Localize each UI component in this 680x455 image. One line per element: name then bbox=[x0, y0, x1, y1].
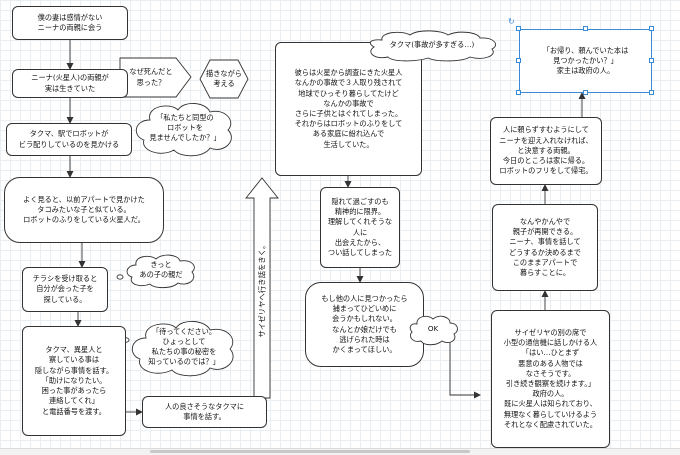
cloud-shape bbox=[131, 321, 234, 377]
cloud-too-many-accidents-text: タクマ(事故が多すぎる…) bbox=[389, 39, 475, 49]
horizontal-scrollbar[interactable] bbox=[0, 448, 680, 455]
node-robot-flyers[interactable]: タクマ、駅でロボットが ビラ配りしているのを見かける bbox=[6, 123, 132, 156]
cloud-their-parents[interactable]: きっと あの子の親だ bbox=[124, 253, 198, 289]
saizeriya-edge-label: サイゼリヤへ行き話をきく。 bbox=[257, 241, 267, 338]
node-phone-number[interactable]: タクマ、異星人と 察している事は 隠しながら事情を話す。 「助けになりたい。 困… bbox=[22, 326, 126, 436]
cloud-ok-text: OK bbox=[427, 323, 439, 333]
selection-handle-nw[interactable] bbox=[516, 26, 521, 31]
cloud-too-many-accidents[interactable]: タクマ(事故が多すぎる…) bbox=[366, 30, 498, 62]
cloud-know-secret[interactable]: 「待ってください。 ひょっとして 私たちの事の秘密を 知っているのでは？」 bbox=[128, 318, 240, 377]
node-parents-alive[interactable]: ニーナ(火星人)の両親が 実は生きていた bbox=[12, 69, 128, 98]
pentagon-arrow-label[interactable]: なぜ死んだと 思った？ bbox=[129, 67, 173, 87]
cloud-shape bbox=[369, 30, 496, 62]
node-tell-story[interactable]: 人の良さそうなタクマに 事情を話す。 bbox=[142, 396, 267, 428]
node-reunion[interactable]: なんやかんやで 親子が再開できる。 ニーナ、事情を話して どうするか決めるまで … bbox=[492, 204, 598, 291]
node-protect-daughter[interactable]: もし他の人に見つかったら 捕まってひどいめに 会うかもしれない。 なんとか娘だけ… bbox=[305, 282, 424, 367]
cloud-same-robot[interactable]: 「私たちと同型の ロボットを 見ませんでしたか？」 bbox=[132, 100, 238, 157]
scrollbar-thumb[interactable] bbox=[150, 450, 470, 453]
cloud-their-parents-text: きっと あの子の親だ bbox=[139, 259, 183, 279]
node-landlord-government[interactable]: 「お帰り、頼んでいた本は 見つかったかい？」 家主は政府の人。 bbox=[519, 29, 652, 93]
node-octopus-child[interactable]: よく見ると、以前アパートで見かけた タコみたいな子と似ている。 ロボットのふりを… bbox=[4, 177, 164, 243]
rotate-handle-icon[interactable]: ↻ bbox=[508, 17, 515, 26]
selection-handle-e[interactable] bbox=[649, 58, 654, 63]
hexagon-label[interactable]: 描きながら 考える bbox=[206, 68, 242, 88]
selection-handle-sw[interactable] bbox=[516, 90, 521, 95]
cloud-ok[interactable]: OK bbox=[408, 314, 458, 346]
node-meeting-parents[interactable]: 僕の妻は感情がない ニーナの両親に会う bbox=[12, 6, 128, 40]
up-block-arrow bbox=[245, 177, 279, 399]
node-parents-resolve[interactable]: 人に頼らずすむようにして ニーナを迎え入れなければ、 と決意する両親。 今日のと… bbox=[490, 117, 602, 185]
node-government-agent[interactable]: サイゼリヤの別の席で 小型の通信機に話しかける人 「はい…ひとまず 悪意のある人… bbox=[491, 310, 610, 448]
selection-handle-w[interactable] bbox=[516, 58, 521, 63]
cloud-tail-c2 bbox=[116, 274, 124, 280]
selection-handle-se[interactable] bbox=[649, 90, 654, 95]
hexagon-shape bbox=[199, 59, 249, 99]
cloud-shape bbox=[126, 254, 195, 289]
cloud-shape bbox=[409, 315, 458, 346]
node-mars-investigators[interactable]: 彼らは火星から調査にきた火星人 なんかの事故で３人取り残されて 地球でひっそり暮… bbox=[275, 42, 422, 176]
cloud-know-secret-text: 「待ってください。 ひょっとして 私たちの事の秘密を 知っているのでは？」 bbox=[148, 326, 220, 367]
node-searching-child[interactable]: チラシを受け取ると 自分が会った子を 探している。 bbox=[22, 267, 108, 312]
selection-handle-n[interactable] bbox=[583, 26, 588, 31]
cloud-shape bbox=[135, 103, 232, 157]
node-mental-limit[interactable]: 隠れて過ごすのも 精神的に限界。 理解してくれそうな人に 出会えたから、 つい話… bbox=[320, 187, 400, 268]
selection-handle-s[interactable] bbox=[583, 90, 588, 95]
edge-n10-n11 bbox=[424, 339, 481, 399]
cloud-same-robot-text: 「私たちと同型の ロボットを 見ませんでしたか？」 bbox=[149, 112, 221, 143]
selection-handle-ne[interactable] bbox=[649, 26, 654, 31]
